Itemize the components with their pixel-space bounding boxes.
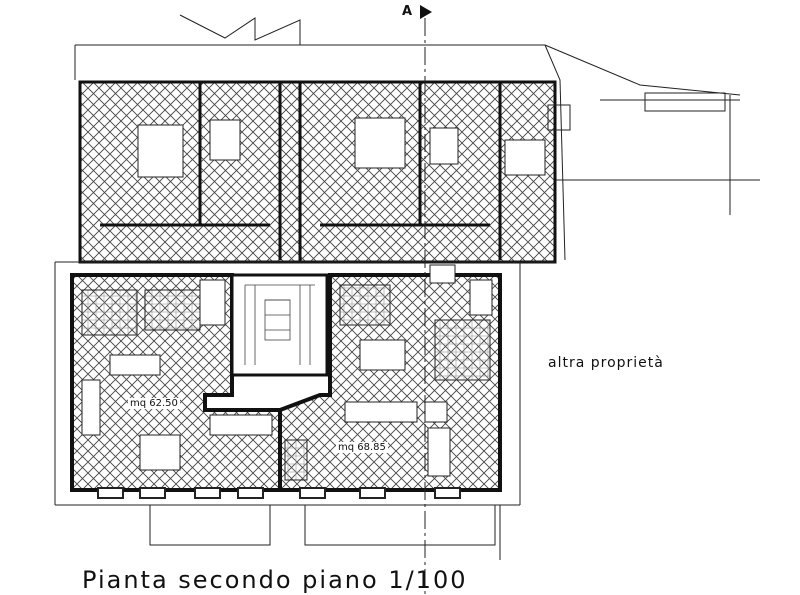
- unit-area-label-left: mq 62.50: [128, 398, 180, 409]
- section-arrow: [420, 5, 432, 19]
- lower-block: [70, 264, 502, 492]
- section-marker-label: A: [402, 4, 413, 19]
- roof-outline: [74, 14, 760, 261]
- facade-lines: [54, 261, 555, 560]
- plan-title: Pianta secondo piano 1/100: [82, 566, 468, 594]
- unit-area-label-right: mq 68.85: [336, 442, 388, 453]
- upper-block: [78, 80, 571, 264]
- neighbor-property-label: altra proprietà: [548, 355, 664, 371]
